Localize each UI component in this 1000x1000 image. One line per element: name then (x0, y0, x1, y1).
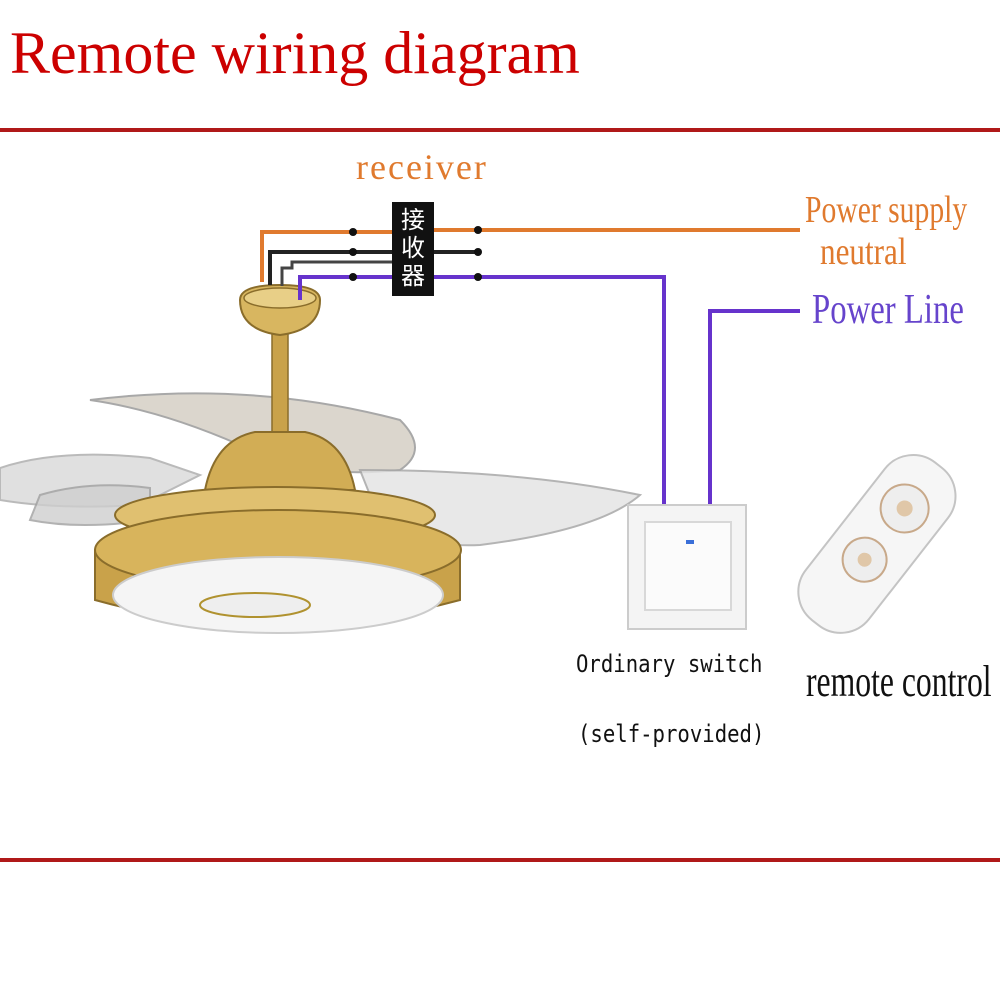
power-supply-label: Power supply (805, 189, 968, 231)
top-divider (0, 128, 1000, 132)
connection-dots (349, 226, 482, 281)
remote-control-label: remote control (806, 657, 992, 706)
remote-control-image (797, 454, 957, 634)
neutral-label: neutral (820, 231, 907, 273)
receiver-chip-char-3: 器 (401, 262, 425, 290)
receiver-chip-char-1: 接 (401, 206, 425, 234)
power-line-label: Power Line (812, 287, 964, 333)
receiver-module: 接 收 器 (392, 202, 434, 296)
receiver-chip-char-2: 收 (401, 234, 425, 262)
ceiling-fan-image (0, 283, 643, 634)
switch-sublabel: (self-provided) (578, 720, 765, 748)
bottom-divider (0, 858, 1000, 862)
wall-switch-image (627, 504, 747, 630)
switch-label: Ordinary switch (576, 650, 763, 678)
page-title: Remote wiring diagram (10, 20, 580, 86)
receiver-label: receiver (356, 147, 488, 187)
